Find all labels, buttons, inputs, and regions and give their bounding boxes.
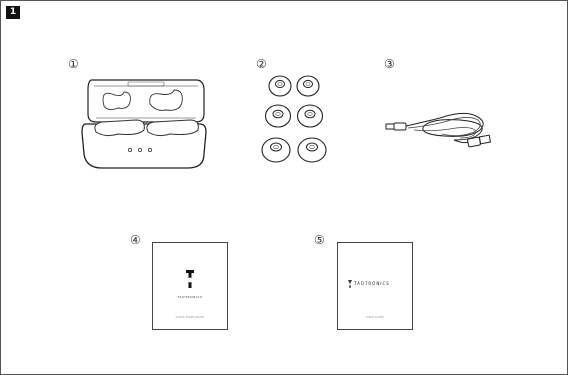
item-marker-4: ④ <box>130 234 141 246</box>
step-number-badge: 1 <box>6 6 20 19</box>
ear-tip-large-right <box>298 138 326 162</box>
ear-tip-medium-right <box>298 105 323 127</box>
ear-tip-small-right <box>297 76 319 96</box>
ear-tip-medium-left <box>266 105 291 127</box>
manual-brand-text: TAOTRONICS <box>354 281 390 286</box>
item-marker-5: ⑤ <box>314 234 325 246</box>
usb-cable-illustration <box>384 100 494 150</box>
brand-logo-icon <box>347 279 353 289</box>
manual-footer-text: USER GUIDE <box>338 316 412 319</box>
item-marker-3: ③ <box>384 58 395 70</box>
item-marker-1: ① <box>68 58 79 70</box>
item-marker-2: ② <box>256 58 267 70</box>
charging-case-illustration <box>78 72 208 172</box>
brand-logo-icon <box>183 268 197 290</box>
guide-footer-text: QUICK START GUIDE <box>153 316 227 319</box>
user-guide-card: TAOTRONICS USER GUIDE <box>337 242 413 330</box>
ear-tip-large-left <box>262 138 290 162</box>
quick-start-guide-card: TAOTRONICS QUICK START GUIDE <box>152 242 228 330</box>
ear-tip-small-left <box>269 76 291 96</box>
ear-tips-illustration <box>258 72 338 168</box>
guide-brand-text: TAOTRONICS <box>153 295 227 299</box>
